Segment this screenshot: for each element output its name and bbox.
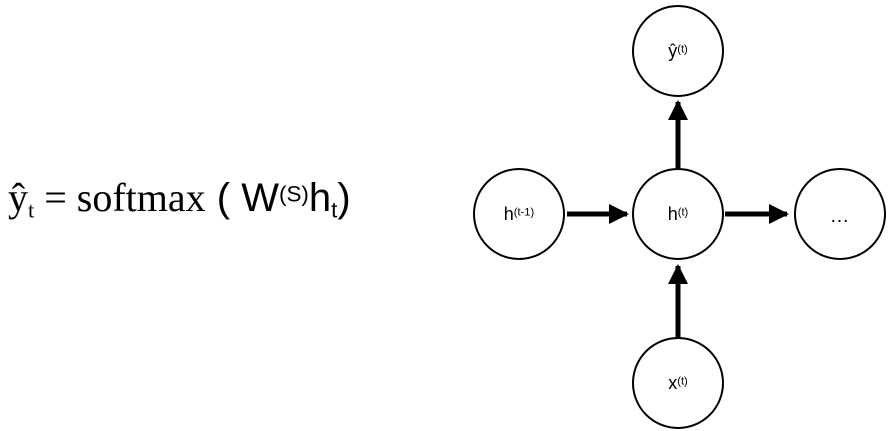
formula-weight-superscript: (S): [278, 181, 309, 207]
formula-equals: =: [34, 175, 77, 220]
formula-open-paren: (: [205, 176, 242, 220]
node-next-ellipsis-label: ...: [830, 205, 850, 227]
formula-y-hat: ŷ: [8, 175, 28, 220]
node-y-hat-t[interactable]: ŷ(t): [632, 5, 724, 97]
formula-hidden-subscript: t: [331, 197, 338, 223]
node-h-t-minus-1[interactable]: h(t-1): [473, 168, 565, 260]
formula-softmax: softmax: [76, 175, 206, 220]
node-x-t[interactable]: x(t): [632, 337, 724, 429]
formula-weight-w: W: [241, 176, 279, 220]
softmax-formula: ŷt = softmax ( W(S)ht): [8, 178, 351, 222]
node-x-t-label: x(t): [668, 373, 688, 393]
node-y-hat-t-label: ŷ(t): [668, 41, 688, 61]
formula-hidden-h: h: [308, 176, 332, 220]
formula-close-paren: ): [337, 176, 351, 220]
formula-y-subscript: t: [28, 197, 35, 223]
node-next-ellipsis[interactable]: ...: [794, 168, 886, 260]
node-h-t[interactable]: h(t): [632, 168, 724, 260]
node-h-t-minus-1-label: h(t-1): [503, 204, 535, 224]
node-h-t-label: h(t): [667, 204, 689, 224]
